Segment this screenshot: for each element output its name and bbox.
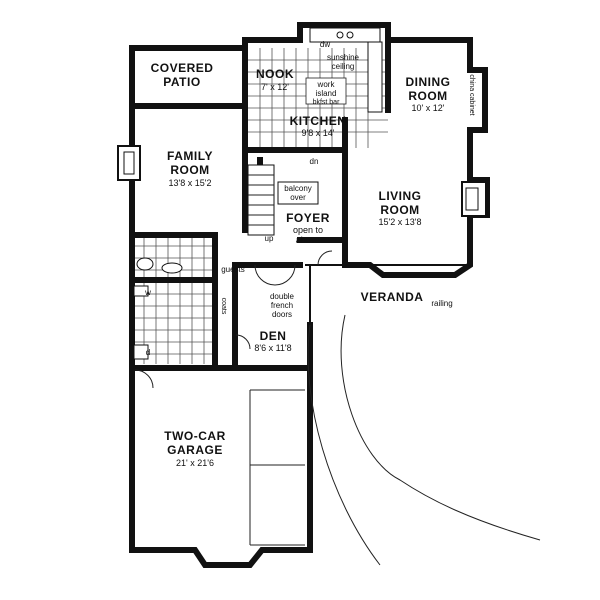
nook-dim: 7' x 12' (261, 82, 289, 92)
family-label-1: FAMILY (167, 149, 213, 163)
living-label-2: ROOM (380, 203, 419, 217)
bath-fixtures (133, 257, 183, 360)
kitchen-dim: 9'8 x 14' (302, 128, 335, 138)
sunshine-note-1: sunshine (327, 53, 360, 62)
door-arcs (134, 250, 333, 389)
bkfst-bar-note: bkfst bar (313, 99, 341, 106)
fireplace-living (461, 181, 487, 217)
family-dim: 13'8 x 15'2 (169, 178, 212, 188)
covered-patio-label-1: COVERED (151, 61, 214, 75)
guests-note: guests (221, 265, 245, 274)
stairs-up-note: up (265, 234, 274, 243)
foyer-note-2: above (296, 235, 321, 245)
nook-label: NOOK (256, 67, 294, 81)
interior-walls (129, 37, 391, 371)
garage-label-2: GARAGE (167, 443, 223, 457)
dining-dim: 10' x 12' (412, 103, 445, 113)
china-cabinet-note: china cabinet (468, 74, 475, 115)
foyer-label: FOYER (286, 211, 330, 225)
dining-label-2: ROOM (408, 89, 447, 103)
foyer-note-1: open to (293, 225, 323, 235)
garage-label-1: TWO-CAR (164, 429, 225, 443)
den-label: DEN (260, 329, 287, 343)
balcony-note-2: over (290, 193, 306, 202)
kitchen-label: KITCHEN (290, 114, 347, 128)
railing-note: railing (431, 299, 452, 308)
kitchen-nook-tile-floor (248, 48, 388, 148)
coats-note: coats (220, 298, 227, 315)
bath-tile-floor (132, 236, 215, 364)
balcony-box (277, 181, 319, 205)
garage-doors (249, 389, 305, 546)
french-doors-note-3: doors (272, 310, 292, 319)
living-label-1: LIVING (378, 189, 421, 203)
den-dim: 8'6 x 11'8 (254, 343, 291, 353)
french-doors-note-1: double (270, 292, 295, 301)
dining-label-1: DINING (406, 75, 451, 89)
garage-dim: 21' x 21'6 (176, 458, 214, 468)
stairs-dn-note: dn (310, 157, 319, 166)
sunshine-note-2: ceiling (332, 62, 355, 71)
walkway-curve (307, 314, 541, 566)
washer-note: w (144, 288, 151, 297)
french-doors-note-2: french (271, 301, 293, 310)
work-island (305, 77, 347, 105)
exterior-walls (129, 22, 490, 568)
work-island-note-1: work (317, 80, 336, 89)
balcony-note-1: balcony (284, 184, 312, 193)
veranda-label: VERANDA (361, 290, 424, 304)
covered-patio-label-2: PATIO (163, 75, 200, 89)
family-label-2: ROOM (170, 163, 209, 177)
dryer-note: d (146, 348, 150, 357)
dw-note: dw (320, 40, 330, 49)
kitchen-counter (309, 27, 383, 113)
work-island-note-2: island (316, 89, 337, 98)
living-dim: 15'2 x 13'8 (379, 217, 422, 227)
fireplace-family (117, 145, 141, 181)
stairs (247, 164, 275, 236)
